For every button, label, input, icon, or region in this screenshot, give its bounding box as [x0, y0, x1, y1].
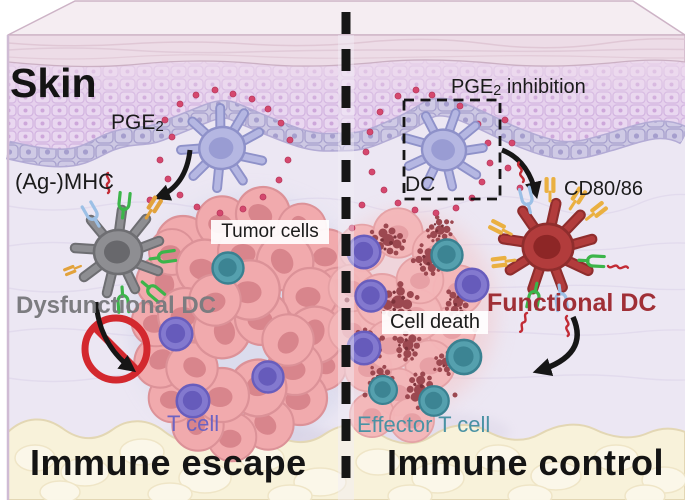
t-cell-icon: [212, 252, 244, 284]
pge2-label: PGE2: [111, 111, 164, 136]
basal-layer: [5, 97, 685, 168]
curved-arrow-icon: [532, 315, 580, 377]
t-cell-icon: [355, 280, 387, 312]
pge2-text: PGE: [111, 111, 156, 134]
curved-arrow-icon: [501, 147, 542, 199]
curved-arrow-blocked-icon: [93, 301, 137, 373]
t-cell-icon: [252, 361, 284, 393]
functional-dc-label: Functional DC: [487, 289, 657, 317]
t-cell-label: T cell: [167, 411, 220, 436]
pge2-dots-right: [348, 86, 524, 232]
pge2-dots-left: [146, 86, 294, 217]
pge2-subscript: 2: [155, 118, 164, 136]
pge2-text: PGE: [451, 76, 494, 98]
inhibition-text: inhibition: [501, 76, 586, 98]
tumor-cells-label: Tumor cells: [211, 220, 329, 244]
t-cell-icon: [159, 317, 193, 351]
cell-death-label: Cell death: [382, 311, 488, 334]
effector-t-cell-icon: [446, 339, 482, 375]
pge2-inhibition-label: PGE2 inhibition: [451, 76, 586, 100]
immune-control-title: Immune control: [387, 442, 665, 483]
cd80-86-label: CD80/86: [564, 178, 643, 200]
dc-label: DC: [405, 173, 436, 196]
immune-escape-title: Immune escape: [30, 442, 307, 483]
dysfunctional-dc-label: Dysfunctional DC: [16, 292, 217, 319]
curved-arrow-icon: [153, 149, 193, 201]
skin-label: Skin: [10, 60, 97, 106]
ag-mhc-label: (Ag-)MHC: [15, 169, 114, 194]
effector-t-cell-icon: [431, 239, 463, 271]
effector-t-cell-label: Effector T cell: [357, 412, 491, 437]
t-cell-icon: [455, 268, 489, 302]
pge2-subscript: 2: [493, 83, 502, 100]
effector-t-cell-icon: [369, 376, 397, 404]
